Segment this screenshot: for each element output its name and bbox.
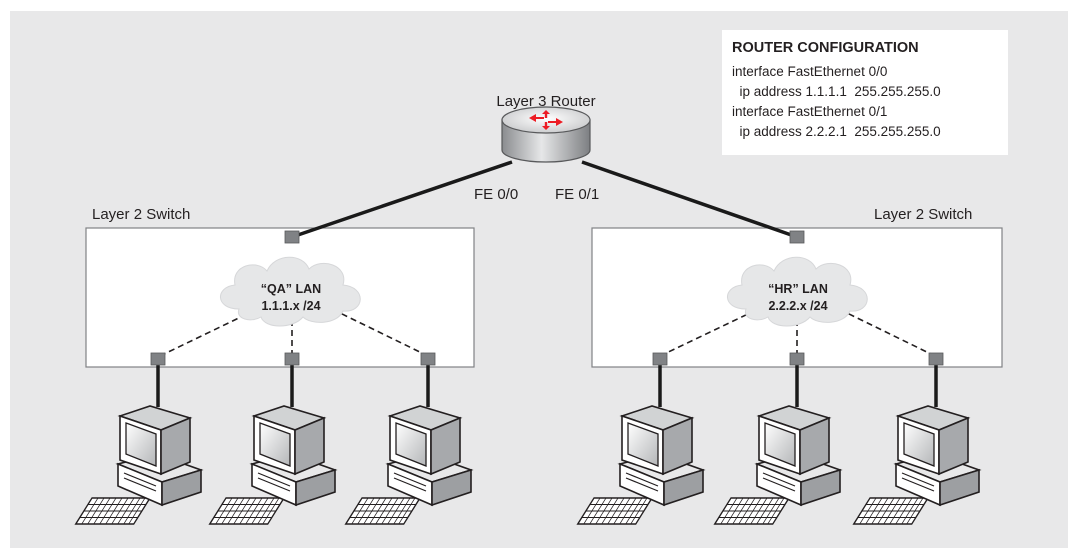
switch-port-icon	[789, 352, 805, 366]
switch-label-right: Layer 2 Switch	[874, 206, 972, 223]
lan-links-right	[659, 311, 936, 357]
router-icon	[501, 106, 591, 163]
switch-port-icon	[284, 352, 300, 366]
router-config-line: ip address 2.2.2.1 255.255.255.0	[732, 124, 941, 139]
router-port-fe01: FE 0/1	[555, 186, 599, 203]
switch-port-icon	[789, 230, 805, 244]
lan-subnet-hr: 2.2.2.x /24	[768, 299, 827, 313]
lan-name-qa: “QA” LAN	[261, 282, 321, 296]
switch-port-icon	[420, 352, 436, 366]
router-config-line: ip address 1.1.1.1 255.255.255.0	[732, 84, 941, 99]
lan-links-left	[159, 311, 429, 357]
switch-port-icon	[652, 352, 668, 366]
router-title: Layer 3 Router	[496, 93, 595, 110]
router-config-line: interface FastEthernet 0/0	[732, 64, 887, 79]
router-config-box	[722, 30, 1008, 155]
router-port-fe00: FE 0/0	[474, 186, 518, 203]
router-config-title: ROUTER CONFIGURATION	[732, 40, 919, 56]
uplink-fe01	[581, 160, 798, 239]
uplink-fe00	[291, 160, 513, 239]
switch-port-icon	[150, 352, 166, 366]
router-config-line: interface FastEthernet 0/1	[732, 104, 887, 119]
switch-label-left: Layer 2 Switch	[92, 206, 190, 223]
lan-subnet-qa: 1.1.1.x /24	[261, 299, 320, 313]
lan-name-hr: “HR” LAN	[768, 282, 828, 296]
switch-port-icon	[284, 230, 300, 244]
switch-port-icon	[928, 352, 944, 366]
drop-cables	[156, 360, 938, 407]
